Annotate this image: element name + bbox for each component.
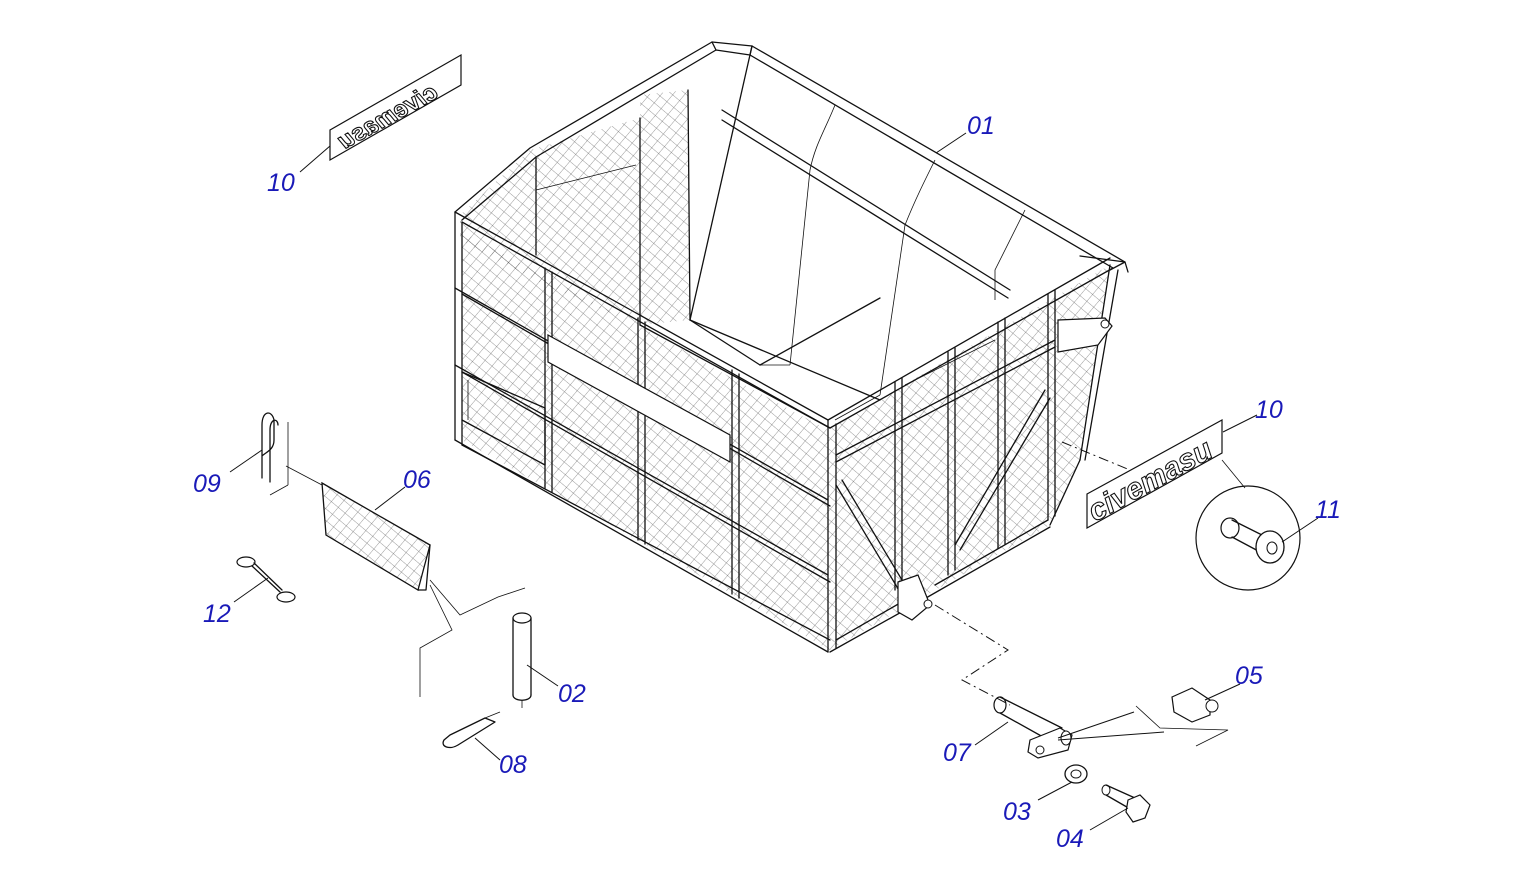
bolt-part [1101,784,1151,823]
part-label-04: 04 [1056,825,1084,853]
part-label-02: 02 [558,680,586,708]
assembly-line-axle [934,604,1011,706]
decal-right: civemasu [1082,418,1223,530]
decal-right-text: civemasu [1082,433,1218,528]
detail-circle [1195,459,1301,591]
part-label-07: 07 [943,739,972,767]
part-label-11: 11 [1315,496,1341,524]
decal-left-text: civemasu [333,78,442,155]
washer-part [1064,764,1088,784]
mesh-panel-part [285,465,431,592]
part-label-06: 06 [403,466,431,494]
pin-part [512,612,532,708]
decal-left: civemasu [329,53,462,162]
wire-mesh-cage [454,41,1129,653]
assembly-line-decal [1061,441,1131,471]
part-label-12: 12 [203,600,231,628]
r-clip-part [261,412,289,496]
part-label-10-left: 10 [267,169,295,197]
panel-bracket-lines-2 [419,584,453,697]
panel-bracket-lines [429,579,526,616]
part-label-05: 05 [1235,662,1263,690]
part-label-01: 01 [967,112,995,140]
part-label-10-right: 10 [1255,396,1283,424]
part-label-09: 09 [193,470,221,498]
part-label-03: 03 [1003,798,1031,826]
part-label-08: 08 [499,751,527,779]
cotter-pin-part [442,711,501,749]
cap-part [1135,687,1229,747]
leader-lines [229,132,1319,831]
lanyard-part [236,556,296,603]
axle-part [993,696,1073,759]
